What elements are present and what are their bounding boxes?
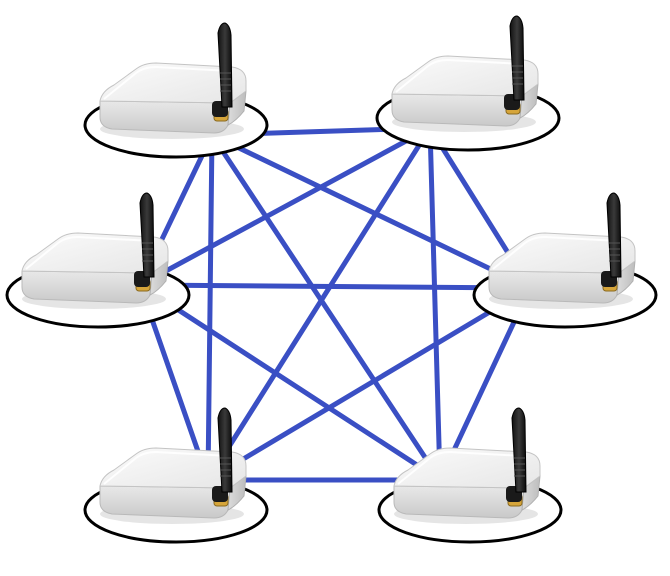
wireless-gateway-icon xyxy=(488,192,636,309)
node-bottom-left xyxy=(83,407,269,544)
node-mid-left xyxy=(5,192,191,329)
link-top-right-mid-left xyxy=(137,125,433,288)
link-top-right-bottom-left xyxy=(205,125,433,483)
link-mid-right-bottom-left xyxy=(205,285,533,483)
node-top-left xyxy=(83,22,269,159)
link-top-left-bottom-left xyxy=(205,132,215,483)
link-top-left-bottom-right xyxy=(209,132,443,483)
nodes-layer xyxy=(5,15,658,544)
wireless-gateway-icon xyxy=(21,192,169,309)
wireless-gateway-icon xyxy=(99,407,247,524)
node-bottom-right xyxy=(377,407,563,544)
wireless-gateway-icon xyxy=(391,15,539,132)
link-mid-left-mid-right xyxy=(137,282,533,291)
node-top-right xyxy=(375,15,561,152)
wireless-gateway-icon xyxy=(393,407,541,524)
links-layer xyxy=(137,125,533,483)
node-mid-right xyxy=(472,192,658,329)
wireless-gateway-icon xyxy=(99,22,247,139)
link-top-right-bottom-right xyxy=(427,125,443,483)
link-mid-left-bottom-right xyxy=(137,282,443,483)
link-top-left-mid-right xyxy=(209,132,533,291)
